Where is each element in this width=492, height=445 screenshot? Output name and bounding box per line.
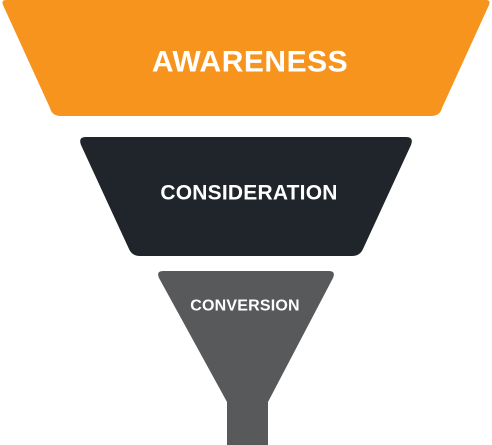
awareness-label: AWARENESS xyxy=(152,46,348,79)
conversion-label: CONVERSION xyxy=(190,298,300,315)
consideration-shape xyxy=(80,137,412,256)
funnel-stage-awareness: AWARENESS xyxy=(2,0,490,116)
conversion-shape xyxy=(158,271,334,445)
funnel-stage-consideration: CONSIDERATION xyxy=(80,137,412,256)
funnel-stage-conversion: CONVERSION xyxy=(158,271,334,445)
awareness-shape xyxy=(2,0,490,116)
consideration-label: CONSIDERATION xyxy=(160,182,337,205)
